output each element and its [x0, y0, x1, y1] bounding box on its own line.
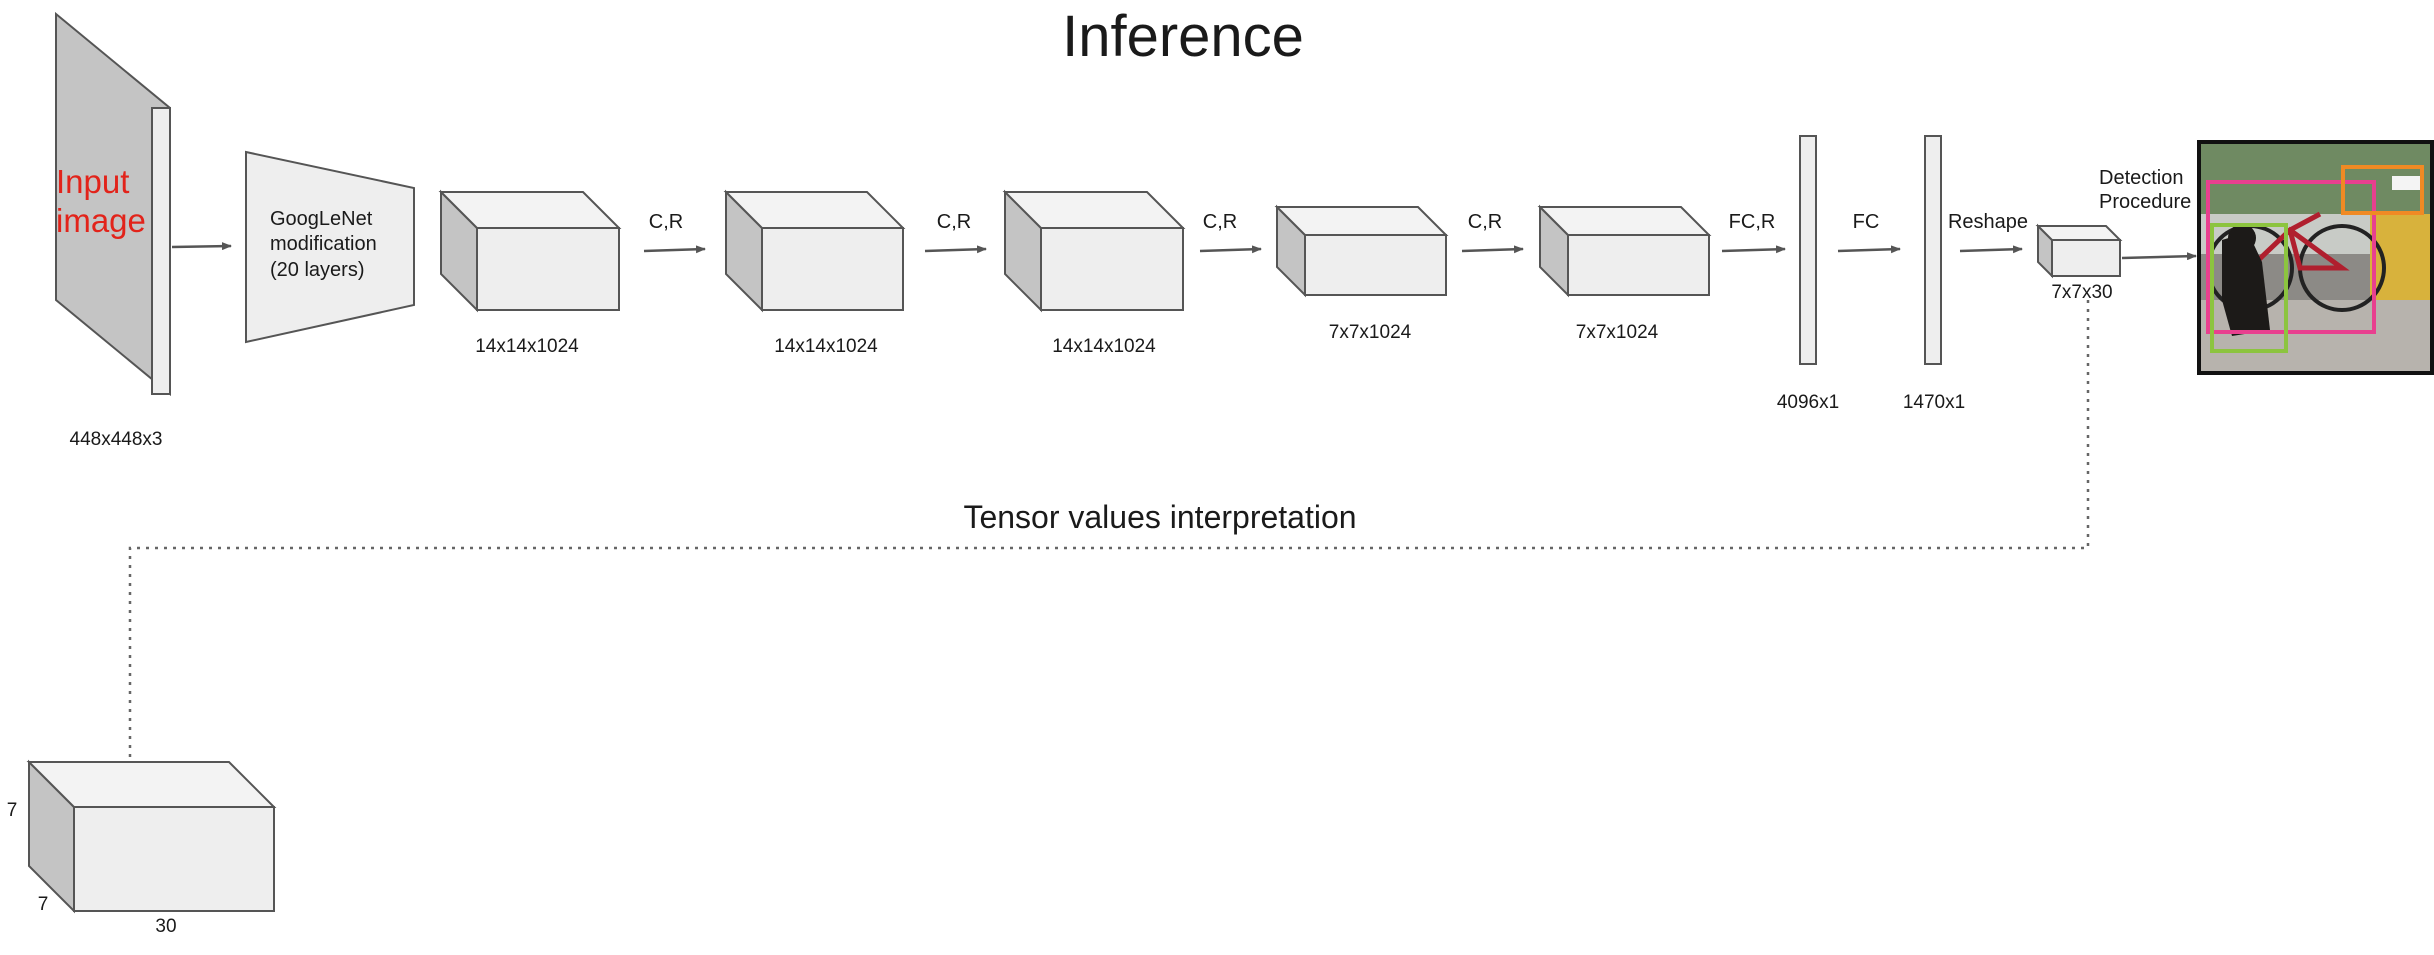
op-label-5: FC,R — [1729, 211, 1776, 233]
arrow-op-5 — [1721, 245, 1786, 254]
output-tensor-final — [2034, 220, 2124, 284]
op-label-2: C,R — [937, 211, 971, 233]
feature-block-5-dims: 7x7x1024 — [1576, 322, 1659, 343]
arrow-op-1 — [643, 245, 706, 254]
diagram-title: Inference — [1062, 4, 1304, 69]
detection-label-line2: Procedure — [2099, 191, 2191, 213]
feature-block-2 — [723, 189, 906, 313]
input-image-label-line2: image — [56, 202, 146, 239]
input-image-label-line1: Input — [56, 163, 129, 200]
car-bounding-box — [2341, 165, 2424, 215]
feature-block-3 — [1002, 189, 1186, 313]
fc-layer-2-dims: 1470x1 — [1903, 392, 1965, 413]
fc-layer-2 — [1924, 135, 1942, 365]
googlenet-trapezoid — [245, 150, 415, 344]
op-label-1: C,R — [649, 211, 683, 233]
dog-bounding-box — [2210, 223, 2288, 353]
arrow-op-7 — [1959, 245, 2023, 254]
arrow-op-3 — [1199, 245, 1262, 254]
interpretation-cube-width-label: 30 — [155, 916, 176, 937]
arrow-op-4 — [1461, 245, 1524, 254]
feature-block-2-dims: 14x14x1024 — [774, 336, 878, 357]
feature-block-5 — [1537, 204, 1712, 298]
feature-block-4-dims: 7x7x1024 — [1329, 322, 1412, 343]
interpretation-cube-height-label: 7 — [7, 800, 18, 821]
feature-block-1 — [438, 189, 622, 313]
interpretation-cube-depth-label: 7 — [38, 894, 49, 915]
googlenet-label-line1: GoogLeNet — [270, 208, 373, 230]
arrow-input-to-googlenet — [171, 242, 232, 251]
feature-block-4 — [1274, 204, 1449, 298]
arrow-op-2 — [924, 245, 987, 254]
output-tensor-dims: 7x7x30 — [2051, 282, 2112, 303]
op-label-3: C,R — [1203, 211, 1237, 233]
op-label-6: FC — [1853, 211, 1880, 233]
arrow-to-detection — [2121, 252, 2197, 261]
fc-layer-1-dims: 4096x1 — [1777, 392, 1839, 413]
feature-block-3-dims: 14x14x1024 — [1052, 336, 1156, 357]
bicycle-bounding-box — [2206, 180, 2376, 334]
interpretation-dotted-path — [128, 300, 2090, 762]
op-label-7: Reshape — [1948, 211, 2028, 233]
googlenet-label-line3: (20 layers) — [270, 259, 364, 281]
interpretation-cube — [26, 759, 277, 914]
fc-layer-1 — [1799, 135, 1817, 365]
interpretation-label: Tensor values interpretation — [963, 499, 1356, 535]
input-image-slab — [55, 11, 171, 397]
detection-label-line1: Detection — [2099, 167, 2184, 189]
arrow-op-6 — [1837, 245, 1901, 254]
feature-block-1-dims: 14x14x1024 — [475, 336, 579, 357]
detection-result-image — [2197, 140, 2434, 375]
googlenet-label-line2: modification — [270, 233, 377, 255]
op-label-4: C,R — [1468, 211, 1502, 233]
input-image-dims: 448x448x3 — [70, 429, 163, 450]
